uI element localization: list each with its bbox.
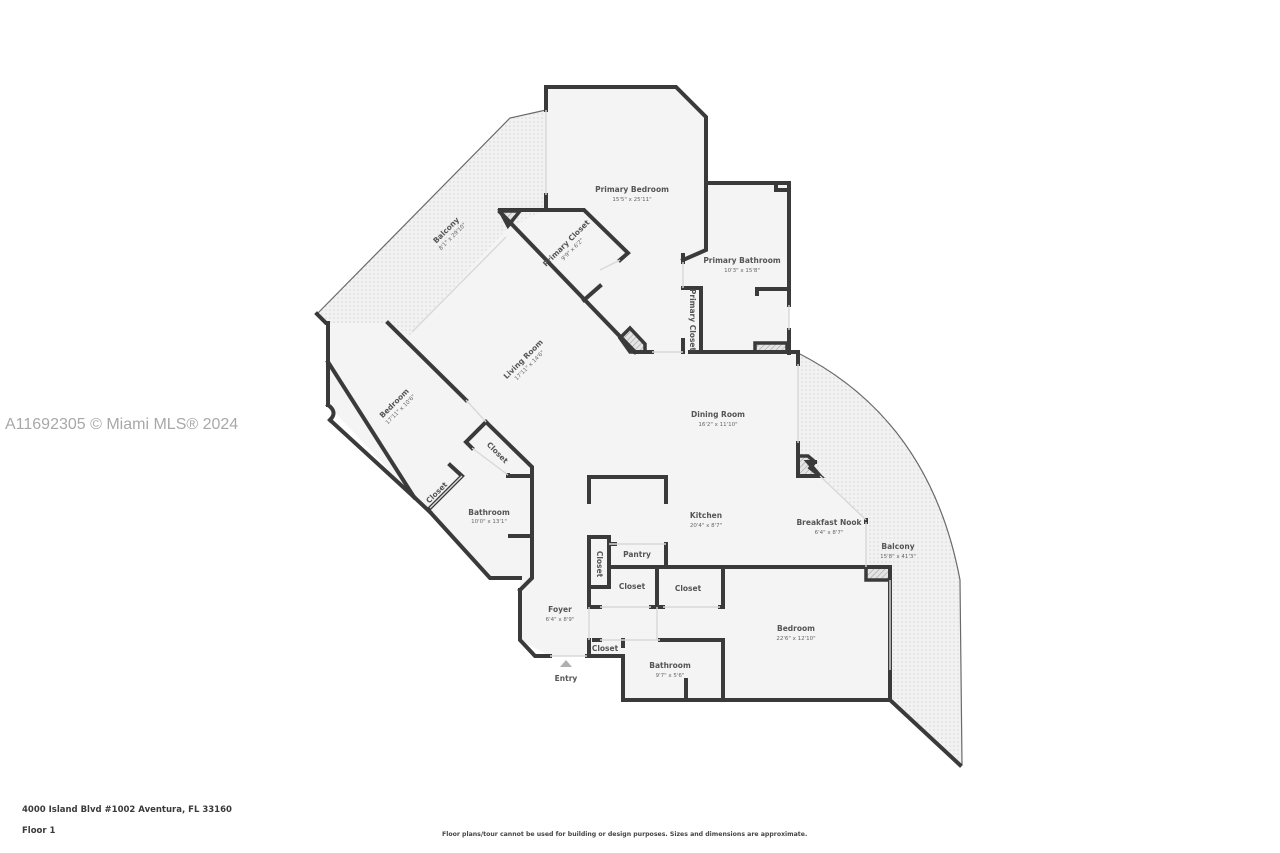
room-name: Bathroom (468, 508, 510, 517)
room-bathroom-w: Bathroom 10'0" x 13'1" (468, 508, 510, 525)
room-dims: 16'2" x 11'10" (698, 422, 737, 428)
room-dims: 22'6" x 12'10" (776, 636, 815, 642)
room-name: Bedroom (777, 624, 815, 633)
openings (411, 110, 891, 670)
triangle-up-icon (560, 660, 572, 667)
room-dims: 10'3" x 15'8" (724, 268, 760, 274)
room-dims: 10'0" x 13'1" (471, 519, 507, 525)
room-name: Bathroom (649, 661, 691, 670)
room-name: Breakfast Nook (796, 518, 862, 527)
room-closet-foyer: Closet (592, 644, 619, 653)
room-name: Primary Bedroom (595, 185, 669, 194)
room-name: Closet (675, 584, 702, 593)
floor-label: Floor 1 (22, 826, 56, 836)
room-name: Closet (595, 551, 604, 578)
room-name: Dining Room (691, 410, 745, 419)
room-name: Closet (619, 582, 646, 591)
room-kitchen: Kitchen 20'4" x 8'7" (690, 511, 722, 529)
balcony-e-area (797, 352, 963, 766)
balcony-nw-area (316, 109, 547, 336)
room-primary-closet-b: Primary Closet (688, 289, 697, 352)
interior-floor (328, 87, 890, 700)
room-bedroom-se: Bedroom 22'6" x 12'10" (776, 624, 815, 642)
room-closet-c2: Closet (675, 584, 702, 593)
room-dims: 9'7" x 5'6" (656, 673, 685, 679)
room-name: Primary Bathroom (703, 256, 781, 265)
room-dims: 6'4" x 8'9" (546, 617, 575, 623)
room-closet-v: Closet (595, 551, 604, 578)
walls (314, 85, 963, 768)
room-breakfast-nook: Breakfast Nook 6'4" x 8'7" (796, 518, 862, 536)
room-name: Primary Closet (688, 289, 697, 352)
room-primary-bathroom: Primary Bathroom 10'3" x 15'8" (703, 256, 781, 274)
room-dims: 6'4" x 8'7" (815, 530, 844, 536)
room-name: Pantry (623, 550, 651, 559)
room-primary-bedroom: Primary Bedroom 15'5" x 25'11" (595, 185, 669, 203)
room-balcony-e: Balcony 15'8" x 41'3" (880, 542, 916, 560)
room-bathroom-s: Bathroom 9'7" x 5'6" (649, 661, 691, 679)
room-name: Closet (592, 644, 619, 653)
room-dims: 15'5" x 25'11" (612, 197, 651, 203)
entry-marker: Entry (555, 660, 578, 683)
entry-label: Entry (555, 674, 578, 683)
mls-watermark: A11692305 © Miami MLS® 2024 (5, 416, 239, 433)
room-pantry: Pantry (623, 550, 651, 559)
room-dims: 15'8" x 41'3" (880, 554, 916, 560)
room-dims: 20'4" x 8'7" (690, 523, 722, 529)
disclaimer: Floor plans/tour cannot be used for buil… (442, 831, 808, 838)
room-dining-room: Dining Room 16'2" x 11'10" (691, 410, 745, 428)
room-foyer: Foyer 6'4" x 8'9" (546, 605, 575, 623)
room-closet-c1: Closet (619, 582, 646, 591)
property-address: 4000 Island Blvd #1002 Aventura, FL 3316… (22, 805, 232, 815)
room-name: Foyer (548, 605, 572, 614)
room-name: Kitchen (690, 511, 722, 520)
room-name: Balcony (881, 542, 914, 551)
